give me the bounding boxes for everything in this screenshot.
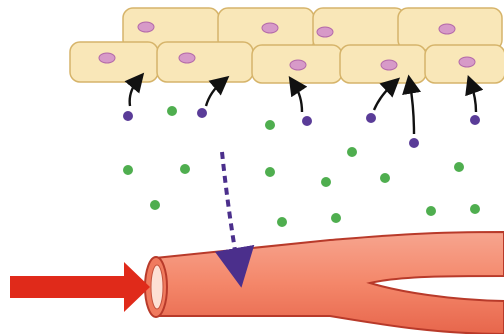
secreted-molecule-icon (302, 116, 312, 126)
nucleus (179, 53, 195, 63)
extracellular-molecule-icon (347, 147, 357, 157)
extracellular-molecule-icon (180, 164, 190, 174)
epithelial-cell-icon (157, 42, 253, 82)
curved-arrow-icon (374, 84, 393, 110)
nucleus (138, 22, 154, 32)
extracellular-molecule-icon (265, 167, 275, 177)
extracellular-molecule-icon (426, 206, 436, 216)
extracellular-molecule-icon (380, 173, 390, 183)
extracellular-molecule-icon (277, 217, 287, 227)
curved-arrow-icon (410, 84, 414, 134)
blood-vessel-icon (145, 232, 504, 334)
green-molecules (123, 106, 480, 227)
curved-arrow-icon (130, 80, 138, 106)
nucleus (381, 60, 397, 70)
secreted-molecule-icon (366, 113, 376, 123)
nucleus (290, 60, 306, 70)
nucleus (459, 57, 475, 67)
extracellular-molecule-icon (265, 120, 275, 130)
curved-arrow-icon (206, 82, 222, 106)
secreted-molecule-icon (470, 115, 480, 125)
curved-arrow-icon (294, 84, 302, 112)
extracellular-molecule-icon (470, 204, 480, 214)
vessel-lumen (151, 265, 163, 309)
extracellular-molecule-icon (321, 177, 331, 187)
secretion-arrows (130, 80, 476, 134)
cell-layer-front (70, 42, 504, 83)
purple-molecules (123, 108, 480, 148)
extracellular-molecule-icon (454, 162, 464, 172)
nucleus (262, 23, 278, 33)
secreted-molecule-icon (409, 138, 419, 148)
vessel-body (155, 232, 504, 334)
red-arrow-icon (10, 262, 150, 312)
secreted-molecule-icon (123, 111, 133, 121)
nucleus (99, 53, 115, 63)
extracellular-molecule-icon (331, 213, 341, 223)
nucleus (317, 27, 333, 37)
curved-arrow-icon (471, 84, 476, 112)
extracellular-molecule-icon (167, 106, 177, 116)
nucleus (439, 24, 455, 34)
extracellular-molecule-icon (150, 200, 160, 210)
epithelial-cell-icon (70, 42, 158, 82)
extracellular-molecule-icon (123, 165, 133, 175)
secreted-molecule-icon (197, 108, 207, 118)
